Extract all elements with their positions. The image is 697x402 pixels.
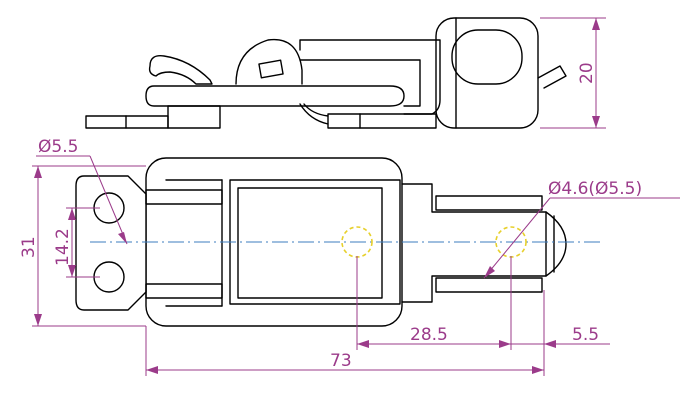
side-plate-right [327, 113, 437, 129]
leader-hole-large [89, 155, 128, 245]
dim-overall-width: 31 [19, 236, 39, 258]
dim-hole-spacing: 14.2 [53, 228, 73, 266]
rail-lower [145, 283, 223, 299]
side-lever-hook [148, 55, 213, 85]
leader-hole-small [483, 197, 551, 279]
side-keeper-arm [299, 39, 441, 115]
side-hinge-loop [235, 38, 303, 85]
dim-hole-large: Ø5.5 [38, 137, 78, 157]
side-lever-bar [145, 85, 405, 107]
dim-overall-length: 73 [330, 351, 352, 371]
side-hinge-block [167, 105, 221, 129]
side-striker [435, 17, 539, 129]
side-tab [537, 65, 567, 89]
slide-inner [237, 187, 383, 299]
dim-top-height: 20 [577, 62, 597, 84]
side-base-left [85, 115, 169, 129]
striker-plate [401, 183, 547, 303]
side-view [85, 17, 567, 129]
side-striker-hole [451, 29, 523, 85]
rail-upper [145, 189, 223, 205]
top-mount-plate [75, 175, 147, 311]
dim-hole-small: Ø4.6(Ø5.5) [548, 179, 642, 199]
dim-hole-to-hole: 28.5 [410, 325, 448, 345]
striker-tip [545, 211, 567, 277]
dim-hole-to-end: 5.5 [572, 325, 599, 345]
dimensions: 20 Ø5.5 31 14.2 Ø4.6(Ø5.5) 28.5 [19, 17, 680, 376]
striker-slot-upper [435, 195, 543, 211]
side-slot [258, 59, 284, 79]
striker-slot-lower [435, 277, 543, 293]
